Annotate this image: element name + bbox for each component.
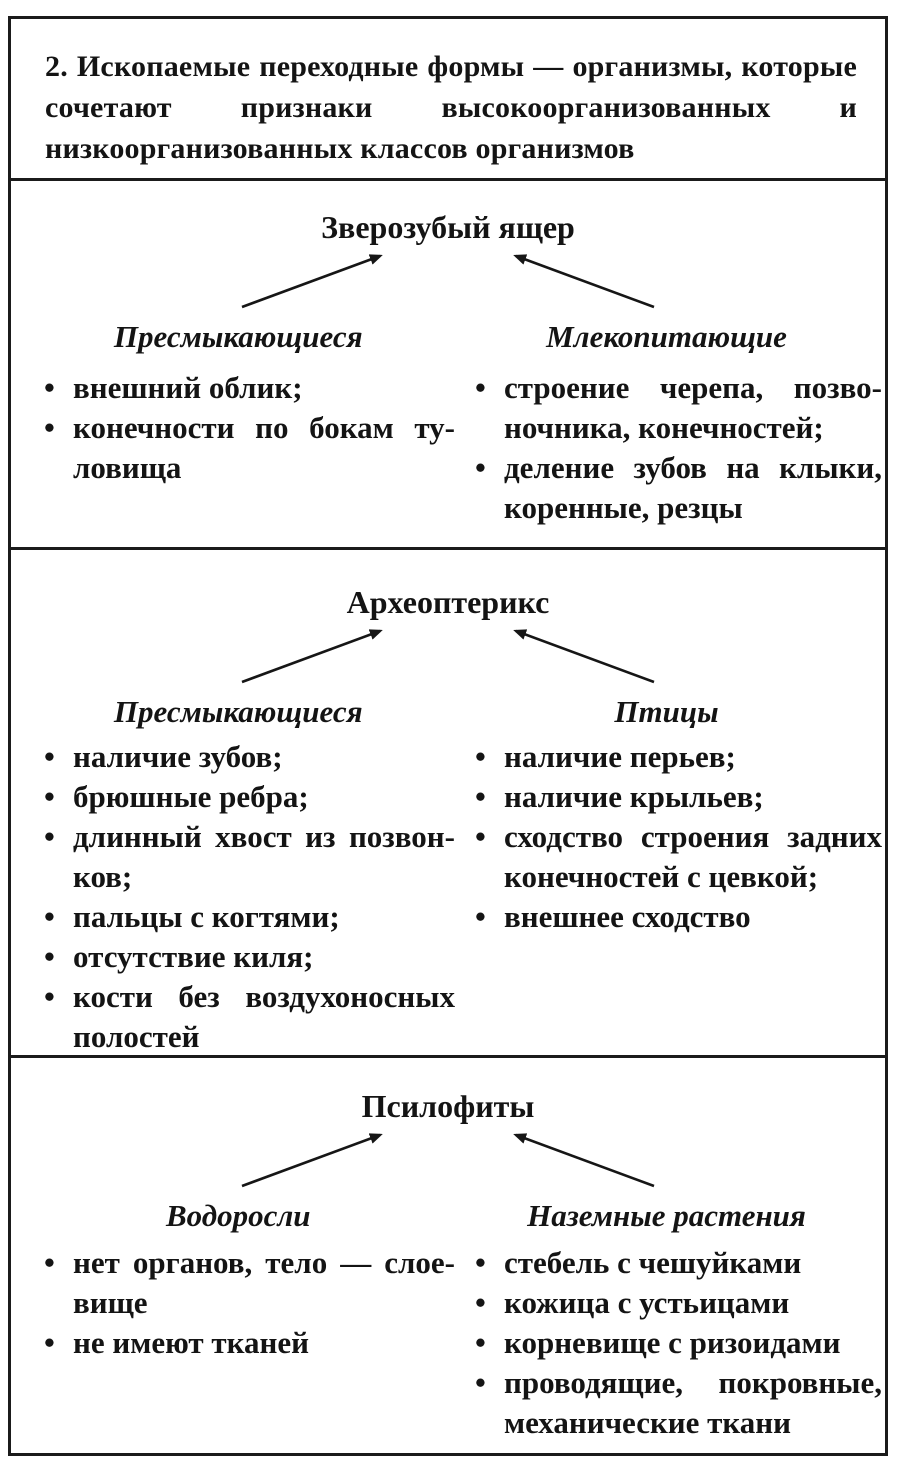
list-item: •строение черепа, позво­ночника, конечно… — [475, 370, 882, 445]
bullet-icon: • — [44, 779, 55, 814]
converging-arrows — [11, 624, 885, 688]
arrow-left-icon — [241, 254, 383, 309]
category-label-left: Водоросли — [165, 1198, 311, 1233]
list-item: •наличие перьев; — [472, 737, 882, 777]
feature-list: •строение черепа, позво­ночника, конечно… — [472, 368, 882, 528]
list-item: •конечности по бокам ту­ловища — [44, 410, 455, 485]
arrow-right-icon — [513, 254, 655, 309]
list-item: •кожица с устьицами — [472, 1283, 882, 1323]
arrow-left-icon — [241, 1133, 383, 1188]
bullet-icon: • — [475, 450, 486, 485]
list-item: •не имеют тканей — [41, 1323, 455, 1363]
list-item: •внешнее сходство — [472, 897, 882, 937]
bullet-icon: • — [44, 370, 55, 405]
bullet-icon: • — [44, 979, 55, 1014]
arrow-left-icon — [241, 629, 383, 684]
category-labels: Пресмыкающиеся Млекопитающие — [11, 317, 885, 357]
bullet-icon: • — [475, 819, 486, 854]
bullet-icon: • — [475, 370, 486, 405]
section-psilofity: Псилофиты Водоросли Наземные растения •н… — [11, 1055, 885, 1453]
bullet-icon: • — [44, 739, 55, 774]
definition-cell: 2. Ископаемые переходные формы — организ… — [11, 19, 885, 178]
list-item: •сходство строения задних конечностей с … — [475, 819, 882, 894]
section-arkheopteriks: Археоптерикс Пресмыкающиеся Птицы •налич… — [11, 547, 885, 1055]
definition-text: 2. Ископаемые переходные формы — организ… — [45, 50, 857, 165]
category-label-right: Млекопитающие — [546, 319, 787, 354]
list-item: •наличие крыльев; — [472, 777, 882, 817]
arrow-right-icon — [513, 629, 655, 684]
right-column: •наличие перьев; •наличие крыльев; •сход… — [472, 737, 882, 1055]
left-column: •нет органов, тело — слое­вище •не имеют… — [41, 1243, 455, 1443]
feature-list: •наличие перьев; •наличие крыльев; •сход… — [472, 737, 882, 937]
list-item: •деление зубов на клыки, коренные, резцы — [475, 450, 882, 525]
bullet-icon: • — [475, 1285, 486, 1320]
bullet-icon: • — [475, 779, 486, 814]
bullet-icon: • — [475, 1245, 486, 1280]
right-column: •стебель с чешуйками •кожица с устьицами… — [472, 1243, 882, 1443]
section-title: Археоптерикс — [346, 584, 550, 620]
category-label-right: Наземные растения — [527, 1198, 806, 1233]
bullet-icon: • — [44, 899, 55, 934]
list-item: •проводящие, покровные, механические тка… — [475, 1365, 882, 1440]
bullet-icon: • — [475, 899, 486, 934]
right-column: •строение черепа, позво­ночника, конечно… — [472, 368, 882, 528]
bullet-icon: • — [44, 939, 55, 974]
category-label-left: Пресмыкающиеся — [113, 319, 363, 354]
list-item: •внешний облик; — [41, 368, 455, 408]
bullet-icon: • — [44, 1245, 55, 1280]
bullet-icon: • — [475, 1365, 486, 1400]
section-title: Зверозубый ящер — [321, 209, 575, 245]
arrow-right-icon — [513, 1133, 655, 1188]
feature-list: •нет органов, тело — слое­вище •не имеют… — [41, 1243, 455, 1363]
feature-list: •стебель с чешуйками •кожица с устьицами… — [472, 1243, 882, 1443]
list-item: •наличие зубов; — [41, 737, 455, 777]
category-label-right: Птицы — [614, 694, 719, 729]
list-item: •длинный хвост из позвон­ков; — [44, 819, 455, 894]
section-title: Псилофиты — [361, 1088, 535, 1124]
category-label-left: Пресмыкающиеся — [113, 694, 363, 729]
list-item: •кости без воздухоносных полостей — [44, 979, 455, 1054]
list-item: •нет органов, тело — слое­вище — [44, 1245, 455, 1320]
converging-arrows — [11, 249, 885, 313]
bullet-icon: • — [44, 410, 55, 445]
left-column: •наличие зубов; •брюшные ребра; •длинный… — [41, 737, 455, 1055]
bullet-icon: • — [44, 1325, 55, 1360]
list-item: •пальцы с когтями; — [41, 897, 455, 937]
section-zverozubyi-yashcher: Зверозубый ящер Пресмыкающиеся Млекопита… — [11, 178, 885, 547]
bullet-icon: • — [44, 819, 55, 854]
feature-list: •внешний облик; •конечности по бокам ту­… — [41, 368, 455, 488]
list-item: •корневище с ризоидами — [472, 1323, 882, 1363]
left-column: •внешний облик; •конечности по бокам ту­… — [41, 368, 455, 528]
converging-arrows — [11, 1128, 885, 1192]
feature-list: •наличие зубов; •брюшные ребра; •длинный… — [41, 737, 455, 1055]
table-border: 2. Ископаемые переходные формы — организ… — [8, 16, 888, 1456]
list-item: •брюшные ребра; — [41, 777, 455, 817]
list-item: •стебель с чешуйками — [472, 1243, 882, 1283]
category-labels: Водоросли Наземные растения — [11, 1196, 885, 1236]
list-item: •отсутствие киля; — [41, 937, 455, 977]
category-labels: Пресмыкающиеся Птицы — [11, 692, 885, 732]
bullet-icon: • — [475, 739, 486, 774]
bullet-icon: • — [475, 1325, 486, 1360]
